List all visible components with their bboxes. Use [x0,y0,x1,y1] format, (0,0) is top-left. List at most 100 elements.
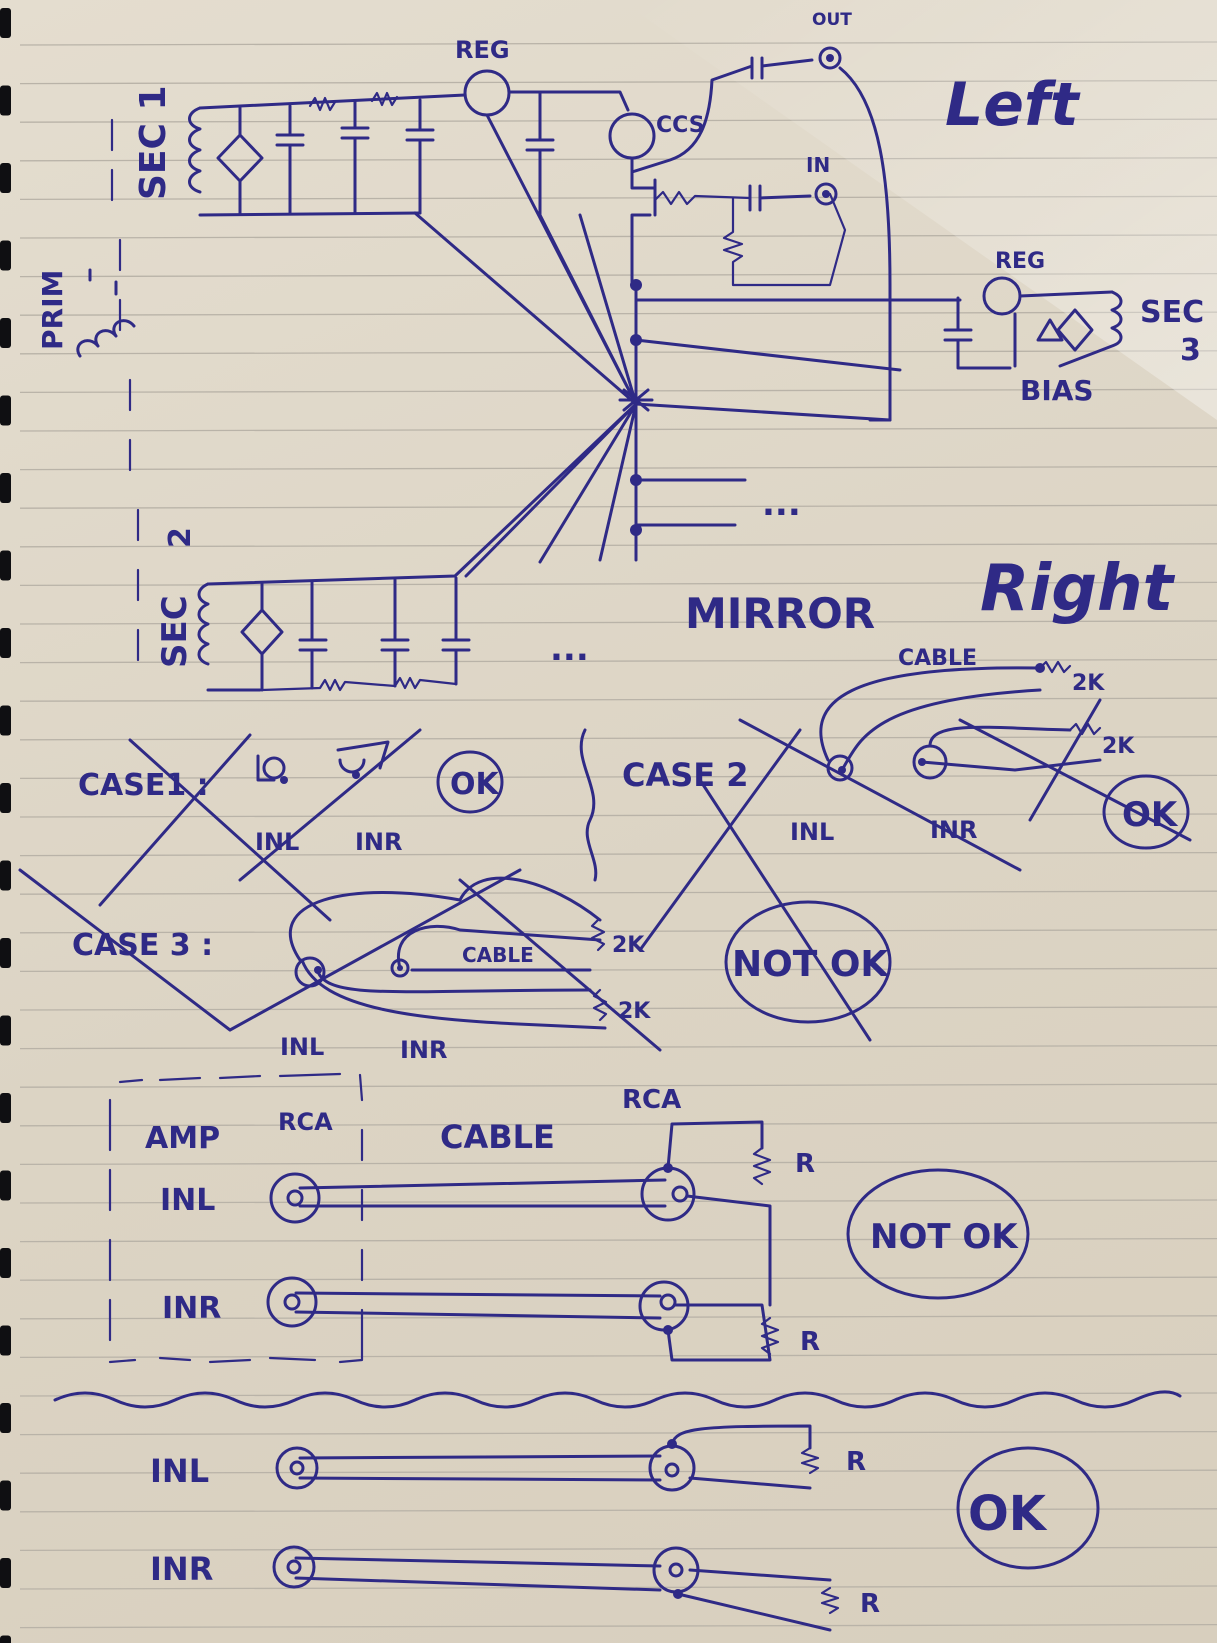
case3-res-1 [590,918,606,952]
ruled-line [19,1469,1217,1474]
binding-hole [0,473,11,503]
bottom-b-res-2 [820,1586,840,1615]
sec2-coil [197,582,210,666]
label-sec1: SEC 1 [133,85,174,200]
ruled-line [19,658,1217,664]
binding-holes [0,8,11,1643]
case2-junction [1035,663,1045,673]
bottom-a-inr-jack-amp-pin [283,1293,301,1311]
case2-label: CASE 2 [622,756,749,794]
out-return [838,66,892,422]
bottom-b-resistor-net [670,1424,832,1632]
sec1-res-2 [370,91,399,107]
label-reg-top: REG [455,36,510,64]
case2-wires [819,666,1102,772]
bottom-a-amp: AMP [145,1121,220,1156]
ruled-line [19,1006,1217,1011]
bottom-a-inr-jack-amp [266,1276,318,1328]
ruled-line [19,504,1217,509]
sec2-caps [298,576,471,690]
case2-ok-circle [1102,774,1190,850]
case3-cable: CABLE [462,943,534,967]
gate-resistor [653,190,752,206]
case3-jack-l-pin [314,966,322,974]
case3-r2: 2K [618,999,651,1024]
ruled-line [19,851,1217,857]
case3-inr: INR [400,1036,448,1064]
bottom-b-ok-circle [956,1446,1100,1570]
reg-right-cap [943,296,1012,370]
ruled-line [19,774,1217,780]
case2-res-2 [1068,722,1102,736]
bottom-a-inr: INR [162,1291,221,1326]
bottom-b-inl: INL [150,1452,209,1490]
case2-verdict: OK [1122,795,1179,835]
binding-hole [0,860,11,891]
out-jack-pin [826,54,834,62]
ruled-line [19,1044,1217,1050]
bottom-b-inl-jack-rca-pin [664,1462,680,1478]
in-jack [814,182,838,206]
bottom-a-inl-jack-amp-pin [286,1189,304,1207]
wavy-divider [53,1390,1182,1409]
sec1-res-1 [308,96,337,112]
binding-hole [0,1480,11,1511]
ruled-line [19,1508,1217,1513]
case1-label: CASE1 : [78,768,209,803]
sec1-coil [188,106,202,194]
sec1-bridge [216,106,264,216]
binding-hole [0,163,11,193]
binding-hole [0,705,11,736]
case1-jack-r [336,740,390,774]
case3-cross [18,778,872,1052]
heading-left: Left [945,70,1081,140]
bottom-b-r1: R [846,1447,866,1477]
junction-1 [630,279,642,291]
ruled-line [19,736,1217,741]
reg-right-circle [982,276,1022,316]
reg-cap [525,90,555,217]
bottom-ok-diagram [272,1424,1100,1632]
case1-verdict: OK [450,767,501,802]
binding-hole [0,1635,11,1643]
ruled-line [19,427,1217,432]
in-cap [748,184,812,212]
label-reg-right: REG [995,249,1045,274]
binding-hole [0,8,11,38]
case1-ok-circle [436,750,504,814]
binding-hole [0,628,11,658]
binding-hole [0,240,11,271]
ruled-line [19,813,1217,818]
ruled-line [19,1430,1217,1436]
light-glare [620,0,1217,420]
prim-coil [76,268,136,358]
sec1-cap-2 [340,100,370,215]
binding-hole [0,1248,11,1278]
bottom-a-inr-jack-rca-pin [659,1293,677,1311]
binding-hole [0,1170,11,1201]
handwritten-labels: Left SEC 1 PRIM REG OUT CCS IN REG SEC 3… [36,10,1204,1619]
case3-outer-loop [288,876,607,1030]
bottom-a-inl-jack-rca-pin [671,1185,689,1203]
case3-notok-circle [724,900,892,1024]
binding-hole [0,1558,11,1588]
bottom-b-r2: R [860,1589,880,1619]
case1-jack-r-pin [352,771,360,779]
ruled-line [19,1276,1217,1281]
ruled-line [19,465,1217,471]
bus-to-bias [634,298,962,527]
label-out: OUT [812,10,852,30]
case3-label: CASE 3 : [72,928,213,963]
case3-r1: 2K [612,933,645,958]
binding-hole [0,1015,11,1046]
bottom-a-rca-left: RCA [278,1108,333,1136]
bottom-b-inr: INR [150,1550,213,1588]
label-sec2-a: SEC [155,595,195,668]
binding-hole [0,85,11,116]
label-ellipsis: ... [762,484,801,524]
in-jack-pin [822,190,830,198]
case2-inl: INL [790,818,834,846]
bottom-b-inl-cable [298,1454,662,1482]
